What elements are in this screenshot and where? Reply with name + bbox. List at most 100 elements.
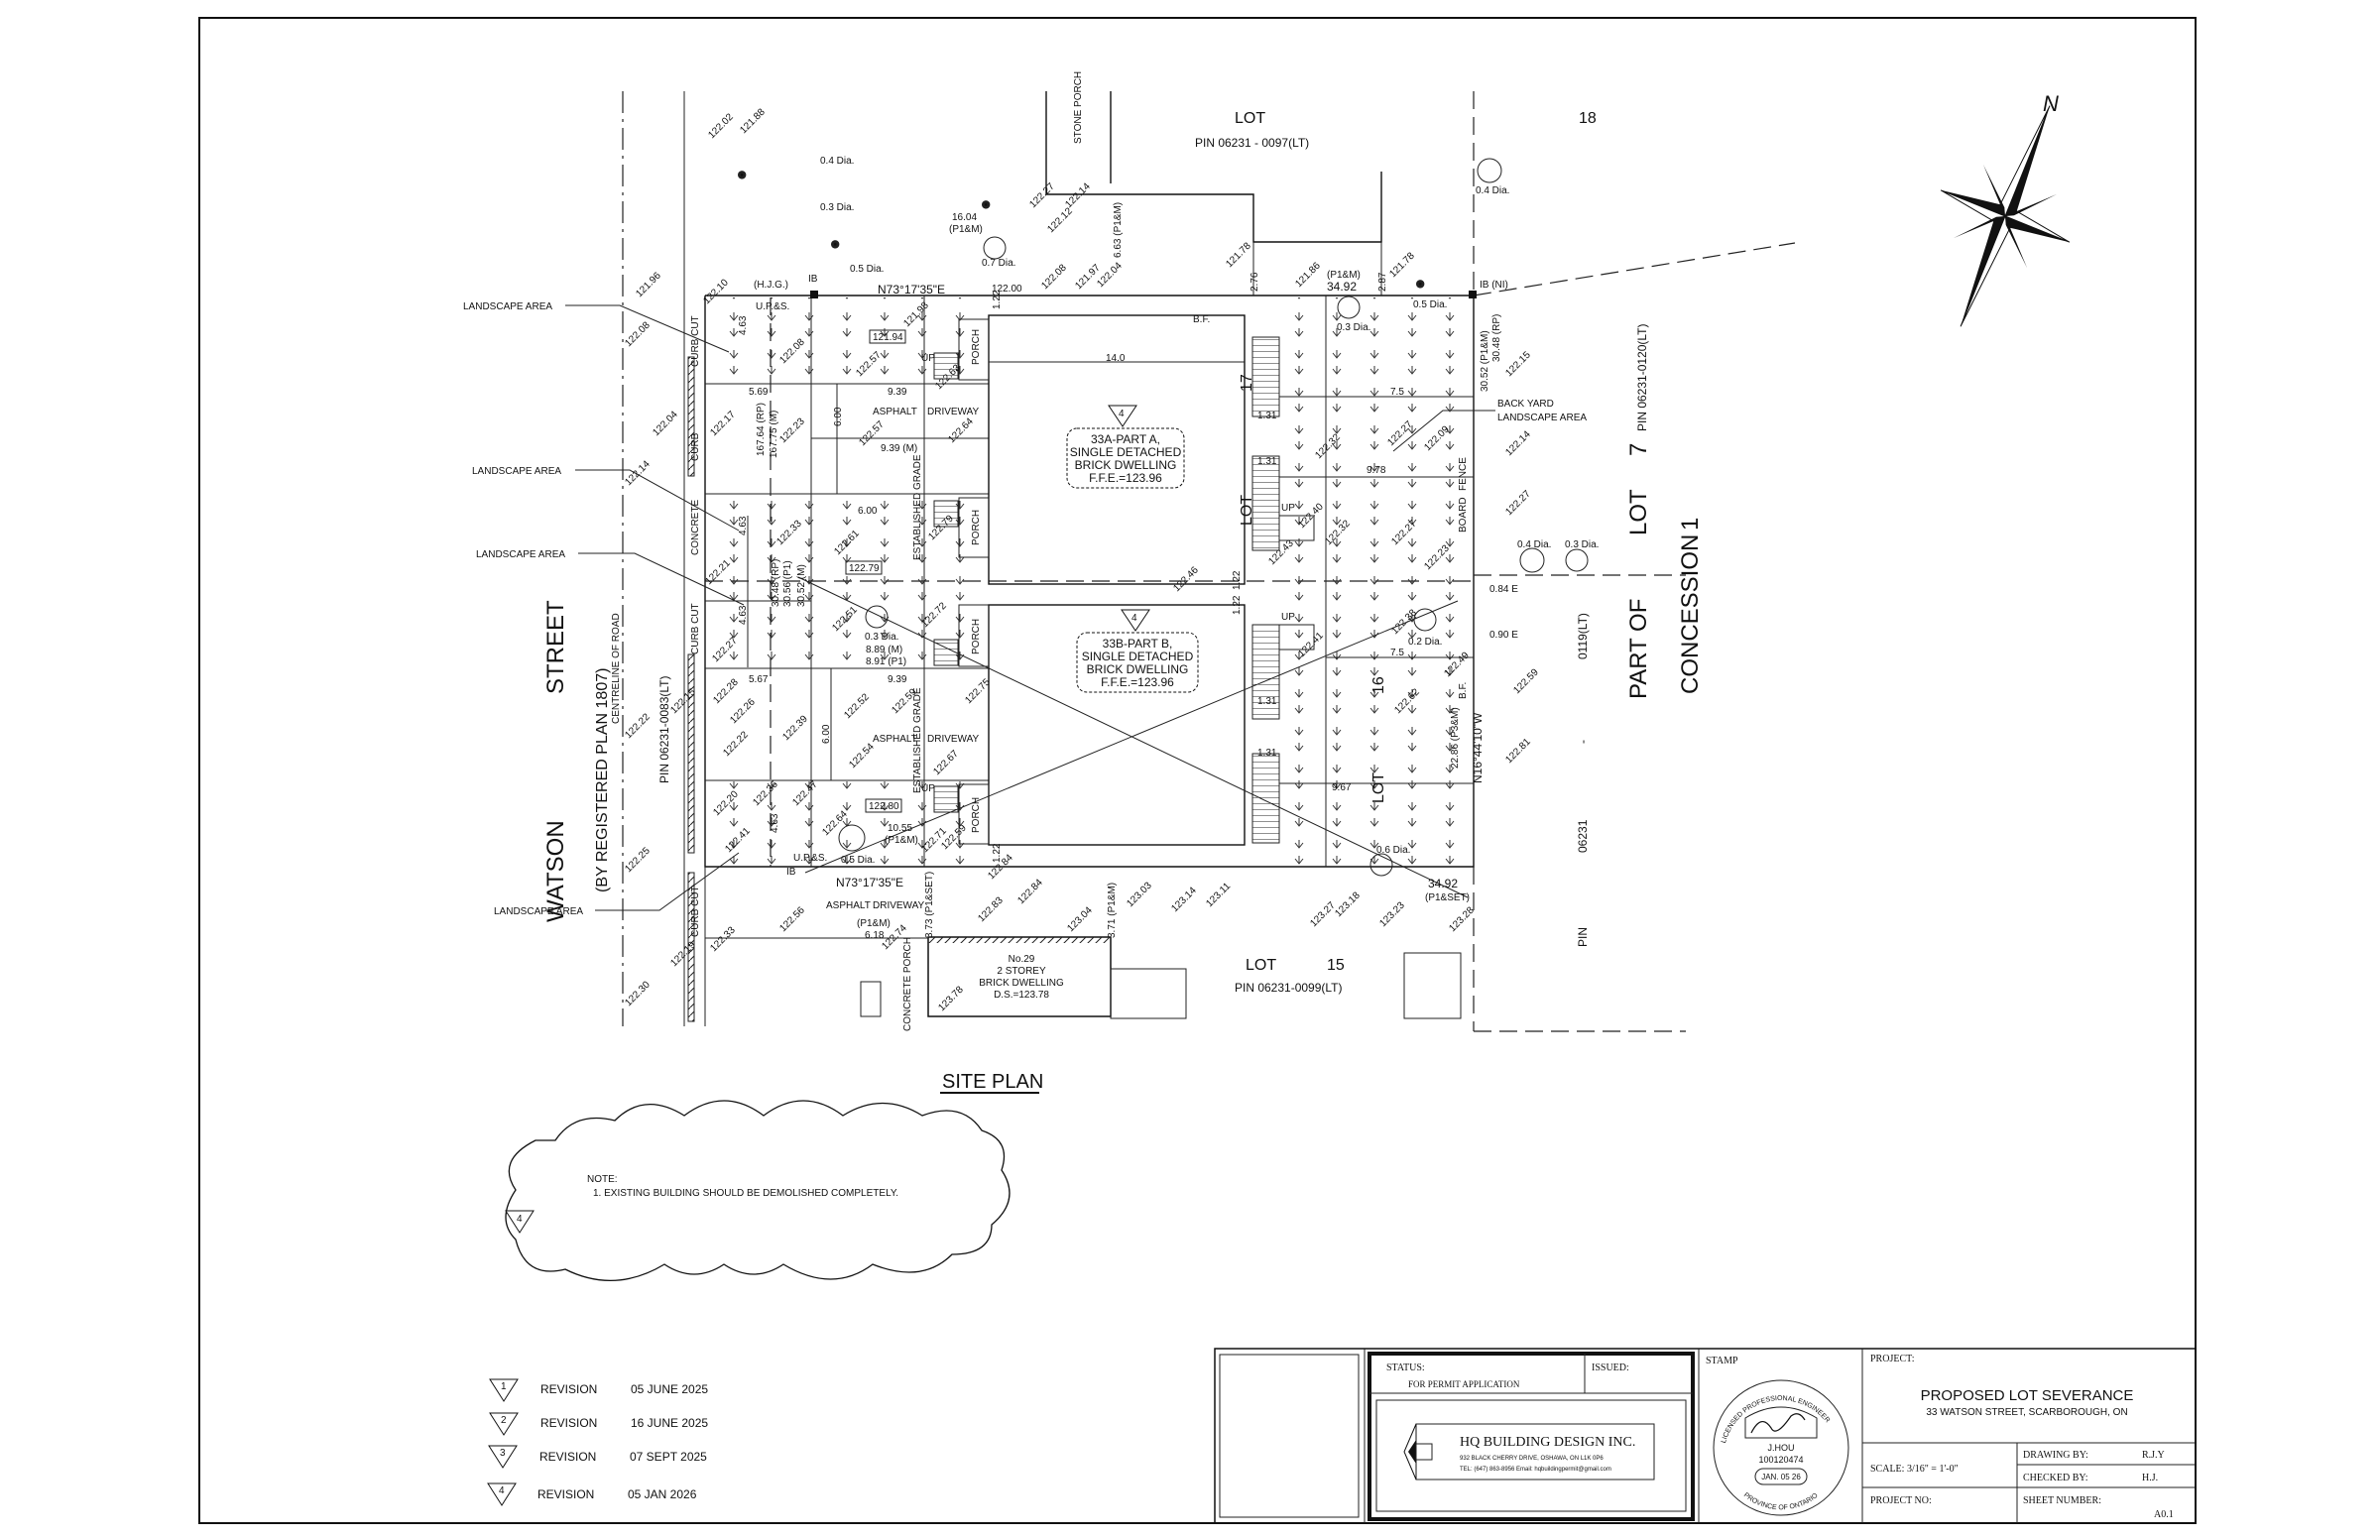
street-pin: PIN 06231-0083(LT): [657, 675, 671, 783]
tree-icon: [1369, 853, 1393, 877]
status-value: FOR PERMIT APPLICATION: [1408, 1379, 1520, 1389]
curb-strip: [687, 872, 695, 1022]
svg-text:LANDSCAPE AREA: LANDSCAPE AREA: [1497, 413, 1587, 423]
pin-0119: 0119(LT): [1576, 613, 1590, 659]
driveway-b: [705, 516, 989, 781]
svg-text:1.31: 1.31: [1257, 411, 1277, 421]
svg-text:IB: IB: [786, 867, 796, 878]
concession-label: CONCESSION: [1677, 534, 1704, 694]
iron-bar-marker: [1469, 291, 1477, 298]
dimensions: 5.69 9.39 6.00 9.39 (M) 6.00 5.67 9.39 6…: [738, 202, 1518, 941]
svg-text:LICENSED PROFESSIONAL ENGINEER: LICENSED PROFESSIONAL ENGINEER: [1721, 1395, 1831, 1444]
svg-text:22.86 (P3&M): 22.86 (P3&M): [1450, 707, 1461, 769]
tree-icon: [1413, 608, 1437, 632]
spot-elevation: 122.08: [1039, 262, 1069, 292]
porch: [958, 318, 990, 381]
svg-text:0.2 Dia.: 0.2 Dia.: [1408, 637, 1442, 648]
checked-by-label: CHECKED BY:: [2023, 1473, 2087, 1483]
svg-text:1.22: 1.22: [992, 843, 1003, 863]
svg-text:F.F.E.=123.96: F.F.E.=123.96: [1101, 675, 1174, 689]
lot-15-number: 15: [1327, 957, 1345, 974]
svg-text:F.F.E.=123.96: F.F.E.=123.96: [1089, 471, 1162, 485]
lot-17-number: 17: [1239, 374, 1255, 392]
revision-row: 1 REVISION 05 JUNE 2025: [489, 1378, 708, 1402]
svg-text:0.3 Dia.: 0.3 Dia.: [820, 202, 854, 213]
svg-text:100120474: 100120474: [1758, 1455, 1803, 1465]
svg-text:07 SEPT 2025: 07 SEPT 2025: [630, 1450, 707, 1464]
front-stairs: [933, 785, 959, 813]
spot-elevation: 122.27: [1027, 180, 1057, 210]
svg-text:0.4 Dia.: 0.4 Dia.: [1517, 539, 1551, 550]
revision-row: 2 REVISION 16 JUNE 2025: [489, 1412, 708, 1436]
spot-elevation: 122.56: [777, 904, 807, 934]
revision-row: 3 REVISION 07 SEPT 2025: [488, 1445, 707, 1469]
spot-elevation: 121.88: [738, 106, 768, 136]
dwelling-part-b: [988, 604, 1246, 846]
svg-text:B.F.: B.F.: [1458, 682, 1469, 699]
blank-cell: [1219, 1354, 1360, 1518]
neighbour-building-north: [1045, 91, 1382, 243]
svg-text:ESTABLISHED GRADE: ESTABLISHED GRADE: [912, 454, 923, 560]
svg-text:No.29: No.29: [1009, 954, 1035, 965]
curb-strip: [687, 653, 695, 854]
svg-text:(P1&M): (P1&M): [1327, 270, 1361, 281]
svg-text:9.39 (M): 9.39 (M): [881, 443, 917, 454]
spot-elevation: 122.08: [623, 319, 653, 349]
tree-icon: [983, 236, 1007, 260]
svg-text:6.18: 6.18: [865, 930, 885, 941]
spot-elevation: 121.97: [1073, 262, 1103, 292]
spot-elevation: 122.52: [842, 691, 872, 721]
tree-icon: [1337, 296, 1361, 319]
concession-number: 1: [1677, 518, 1704, 531]
pin-0119: -: [1576, 740, 1590, 744]
svg-text:9.67: 9.67: [1332, 782, 1352, 793]
svg-text:CONCRETE: CONCRETE: [690, 500, 701, 555]
tree-icon: [1565, 548, 1589, 572]
spot-elevation: 123.04: [1065, 904, 1095, 934]
spot-elevation: 122.83: [976, 894, 1006, 924]
title-block: STATUS: FOR PERMIT APPLICATION ISSUED: H…: [1214, 1348, 2197, 1524]
porch: [958, 604, 990, 667]
svg-text:BRICK DWELLING: BRICK DWELLING: [1087, 662, 1189, 676]
porch: [958, 497, 990, 558]
svg-text:122.79: 122.79: [849, 563, 880, 574]
driveway-a: [705, 296, 989, 867]
svg-text:BACK YARD: BACK YARD: [1497, 399, 1554, 410]
svg-text:8.89 (M): 8.89 (M): [866, 645, 902, 655]
svg-text:UP: UP: [921, 783, 935, 794]
svg-text:8.91 (P1): 8.91 (P1): [866, 656, 906, 667]
part-of-label: PART OF: [1625, 599, 1652, 699]
spot-elevation: 122.25: [623, 845, 653, 875]
lot-18-label: LOT: [1235, 110, 1265, 127]
svg-text:REVISION: REVISION: [540, 1382, 597, 1396]
spot-elevation: 123.14: [1169, 885, 1199, 914]
spot-elevation: 122.22: [721, 729, 751, 759]
svg-text:DRIVEWAY: DRIVEWAY: [873, 900, 925, 911]
svg-text:✺: ✺: [738, 171, 746, 181]
centreline-label: CENTRELINE OF ROAD: [611, 613, 622, 724]
svg-text:0.3 Dia.: 0.3 Dia.: [1337, 322, 1370, 333]
svg-text:5.69: 5.69: [749, 387, 769, 398]
misc-labels: (H.J.G.) U.P.&S. IB U.P.&S. IB B.F. FENC…: [754, 274, 1508, 878]
porch: [958, 783, 990, 845]
north-arrow-icon: [1940, 105, 2071, 327]
landscape-area-callouts: LANDSCAPE AREA LANDSCAPE AREA LANDSCAPE …: [463, 301, 1587, 917]
svg-text:1.22: 1.22: [992, 290, 1003, 309]
spot-elevation: 123.11: [1204, 881, 1233, 909]
spot-elevation: 122.30: [623, 979, 653, 1008]
spot-elevation: 121.78: [1224, 240, 1253, 270]
spot-elevation: 122.81: [1503, 736, 1533, 766]
project-address: 33 WATSON STREET, SCARBOROUGH, ON: [1926, 1407, 2127, 1418]
lot-16-label: LOT: [1370, 772, 1387, 803]
svg-text:LANDSCAPE AREA: LANDSCAPE AREA: [494, 906, 583, 917]
svg-text:(P1&M): (P1&M): [949, 224, 983, 235]
spot-elevation: 123.27: [1308, 899, 1338, 929]
bearing-south: N73°17'35"E: [836, 876, 903, 889]
company-address: 932 BLACK CHERRY DRIVE, OSHAWA, ON L1K 0…: [1460, 1456, 1604, 1462]
svg-text:DRIVEWAY: DRIVEWAY: [927, 407, 980, 417]
spot-elevation: 122.27: [1503, 488, 1533, 518]
svg-text:UP: UP: [921, 353, 935, 364]
svg-text:1. EXISTING BUILDING SHOULD B: 1. EXISTING BUILDING SHOULD BE DEMOLISHE…: [593, 1188, 898, 1199]
svg-text:D.S.=123.78: D.S.=123.78: [994, 990, 1049, 1001]
svg-text:4.63: 4.63: [770, 813, 780, 833]
